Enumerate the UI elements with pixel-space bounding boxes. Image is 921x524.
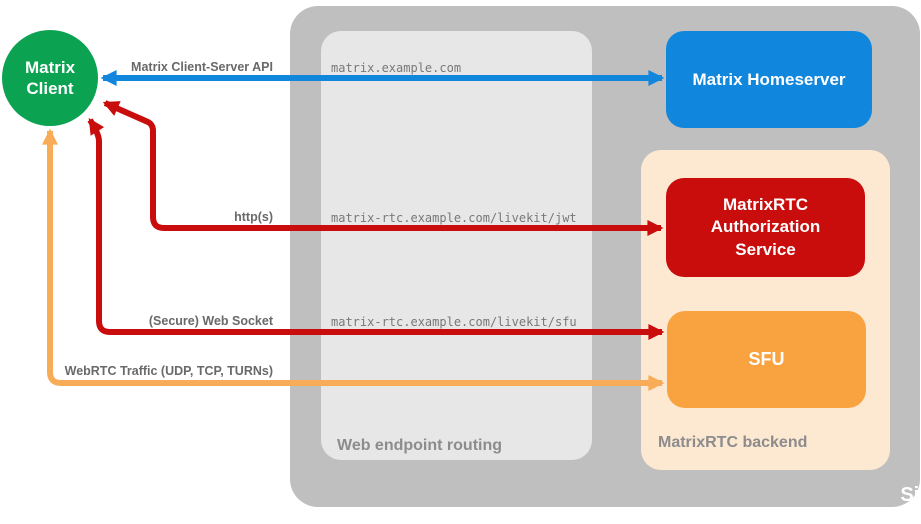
- client-server-api-label: Matrix Client-Server API: [131, 60, 273, 74]
- matrix-homeserver-label: Matrix Homeserver: [692, 69, 846, 89]
- sfu-node: SFU: [667, 311, 866, 408]
- endpoint-url-homeserver: matrix.example.com: [331, 61, 462, 75]
- site-deployment-label: Site Deployment: example.com: [900, 484, 921, 506]
- matrix-client-node: Matrix Client: [2, 30, 98, 126]
- sfu-label: SFU: [748, 349, 785, 369]
- matrixrtc-auth-service-node: MatrixRTC Authorization Service: [666, 178, 865, 277]
- webrtc-traffic-label: WebRTC Traffic (UDP, TCP, TURNs): [64, 364, 273, 378]
- endpoint-url-livekit-sfu: matrix-rtc.example.com/livekit/sfu: [331, 315, 577, 329]
- matrix-client-label: Matrix Client: [24, 57, 76, 98]
- matrixrtc-auth-service-label: MatrixRTC Authorization Service: [710, 195, 821, 259]
- matrixrtc-backend-label: MatrixRTC backend: [658, 434, 808, 451]
- http-label: http(s): [234, 210, 273, 224]
- endpoint-url-livekit-jwt: matrix-rtc.example.com/livekit/jwt: [331, 211, 577, 225]
- websocket-label: (Secure) Web Socket: [148, 314, 273, 328]
- matrix-homeserver-node: Matrix Homeserver: [666, 31, 872, 128]
- web-endpoint-routing-container: [321, 31, 592, 460]
- web-endpoint-routing-label: Web endpoint routing: [337, 437, 503, 454]
